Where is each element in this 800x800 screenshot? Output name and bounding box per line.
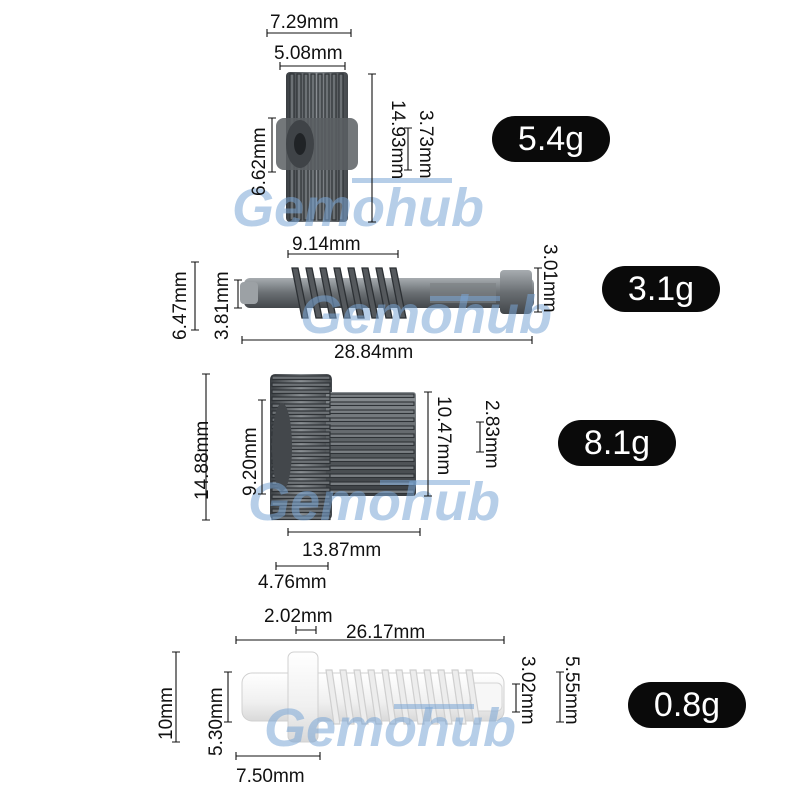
dim-bore-dia-p3: 2.83mm (481, 400, 502, 469)
dim-base-length-p4: 7.50mm (236, 766, 305, 787)
dim-top-width-p1: 7.29mm (270, 12, 339, 33)
dim-tip-dia-p4: 3.02mm (517, 656, 538, 725)
dim-tip-dia-p2: 3.01mm (539, 244, 560, 313)
dim-outer-dia-p3: 14.88mm (192, 421, 213, 500)
dim-bore-dia-p1: 3.73mm (415, 110, 436, 179)
compound-gear-part-3 (270, 374, 416, 521)
dim-worm-dia-p4: 5.55mm (561, 656, 582, 725)
dimension-labels: 7.29mm 5.08mm 14.93mm 6.62mm 3.73mm 9.14… (156, 12, 582, 787)
dim-body-dia-p4: 5.30mm (206, 687, 227, 756)
dim-gear-width-p3: 4.76mm (258, 572, 327, 593)
dim-pinion-length-p3: 13.87mm (302, 540, 381, 561)
dim-worm-length-p2: 9.14mm (292, 234, 361, 255)
dim-hub-dia-p1: 6.62mm (249, 127, 270, 196)
weight-badge-part-3: 8.1g (558, 420, 676, 466)
dim-inner-dia-p3: 9.20mm (240, 427, 261, 496)
watermark-2: Gemohub (300, 285, 552, 345)
dim-tooth-width-p1: 5.08mm (274, 43, 343, 64)
watermark-1: Gemohub (232, 178, 484, 238)
dim-shaft-dia-p2: 3.81mm (212, 271, 233, 340)
dimension-lines (172, 29, 564, 760)
weight-badge-part-1: 5.4g (492, 116, 610, 162)
gear-part-1 (276, 72, 358, 222)
watermark-4: Gemohub (264, 698, 516, 758)
weight-badge-part-2: 3.1g (602, 266, 720, 312)
dim-collar-width-p4: 2.02mm (264, 606, 333, 627)
dim-total-length-p4: 26.17mm (346, 622, 425, 643)
dim-flange-dia-p4: 10mm (156, 687, 177, 740)
watermarks: Gemohub Gemohub Gemohub Gemohub (232, 178, 552, 758)
dim-total-length-p2: 28.84mm (334, 342, 413, 363)
dim-pinion-dia-p3: 10.47mm (433, 396, 454, 475)
dim-outer-dia-p1: 14.93mm (387, 100, 408, 179)
dim-worm-dia-p2: 6.47mm (170, 271, 191, 340)
weight-badge-part-4: 0.8g (628, 682, 746, 728)
